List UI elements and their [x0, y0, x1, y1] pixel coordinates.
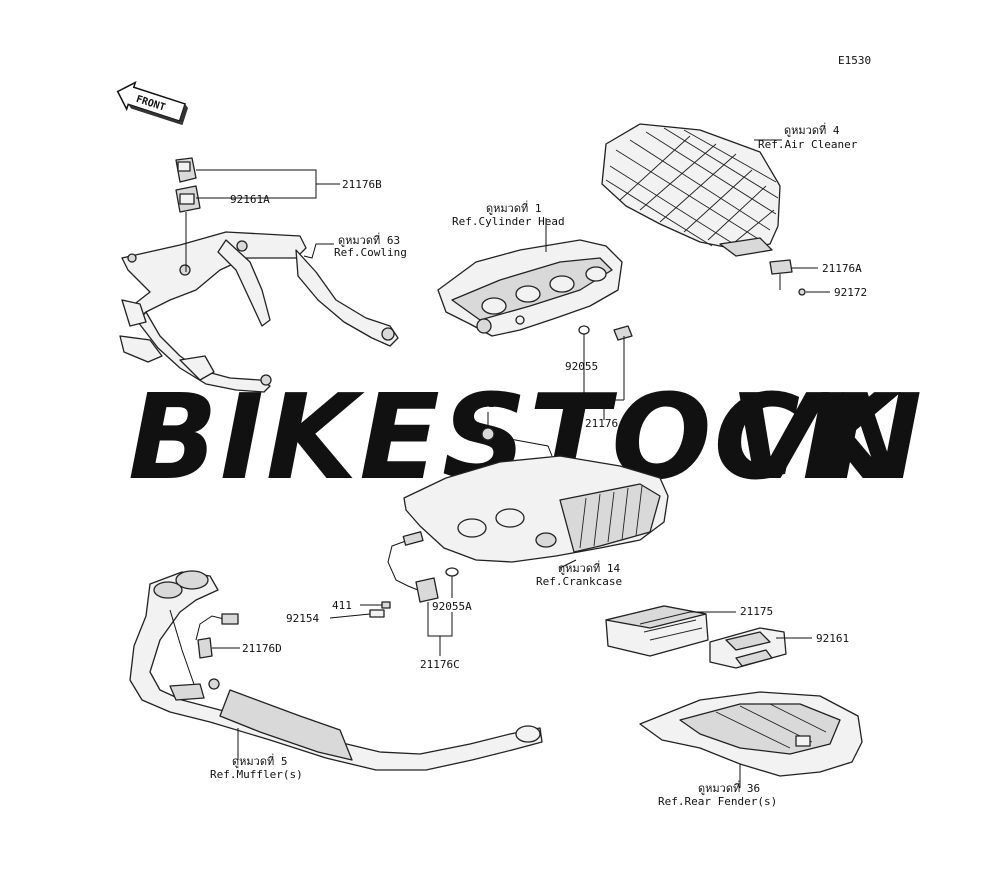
frame-bracket-drawing — [119, 231, 399, 393]
sensor-21176D-drawing — [195, 613, 239, 690]
label-ref-muffler-thai: ดูหมวดที่ 5 — [232, 753, 287, 768]
label-ref-cowling-thai: ดูหมวดที่ 63 — [338, 232, 400, 247]
label-21176: 21176 — [585, 417, 618, 430]
label-ref-air-cleaner: Ref.Air Cleaner — [758, 138, 858, 151]
label-92161A: 92161A — [230, 193, 270, 206]
label-92055A: 92055A — [432, 600, 472, 613]
label-ref-muffler: Ref.Muffler(s) — [210, 768, 303, 781]
label-92172: 92172 — [834, 286, 867, 299]
rear-fender-tray-drawing — [639, 691, 863, 777]
leader-lines — [196, 139, 830, 788]
label-ref-cylinder-head: Ref.Cylinder Head — [452, 215, 565, 228]
label-21176D: 21176D — [242, 642, 282, 655]
head-temp-sensor-drawing — [578, 325, 633, 346]
sensor-21176B-drawing — [175, 157, 201, 272]
ecu-21175-drawing — [605, 605, 709, 657]
diagram-code: E1530 — [838, 54, 871, 67]
exhaust-muffler-drawing — [129, 570, 543, 771]
label-ref-crankcase: Ref.Crankcase — [536, 575, 622, 588]
label-92055: 92055 — [565, 360, 598, 373]
label-ref-rear-fender-thai: ดูหมวดที่ 36 — [698, 780, 760, 795]
air-cleaner-drawing — [601, 123, 806, 296]
label-411: 411 — [332, 599, 352, 612]
label-21175: 21175 — [740, 605, 773, 618]
label-ref-crankcase-thai: ดูหมวดที่ 14 — [558, 560, 620, 575]
label-27010: 27010 — [468, 397, 501, 410]
label-92161: 92161 — [816, 632, 849, 645]
label-21176A: 21176A — [822, 262, 862, 275]
label-ref-air-cleaner-thai: ดูหมวดที่ 4 — [784, 122, 840, 137]
label-21176C: 21176C — [420, 658, 460, 671]
ecu-rubber-92161-drawing — [709, 627, 787, 669]
callout-labels: 21176B 92161A ดูหมวดที่ 63 Ref.Cowling ด… — [210, 122, 867, 808]
watermark-accent: VN — [730, 368, 924, 506]
label-ref-rear-fender: Ref.Rear Fender(s) — [658, 795, 777, 808]
label-92154: 92154 — [286, 612, 319, 625]
label-ref-cowling: Ref.Cowling — [334, 246, 407, 259]
cylinder-head-drawing — [437, 239, 623, 337]
crankcase-drawing — [403, 427, 669, 563]
label-ref-cylinder-head-thai: ดูหมวดที่ 1 — [486, 200, 541, 215]
label-21176B: 21176B — [342, 178, 382, 191]
front-direction-arrow-icon: FRONT — [116, 81, 188, 126]
